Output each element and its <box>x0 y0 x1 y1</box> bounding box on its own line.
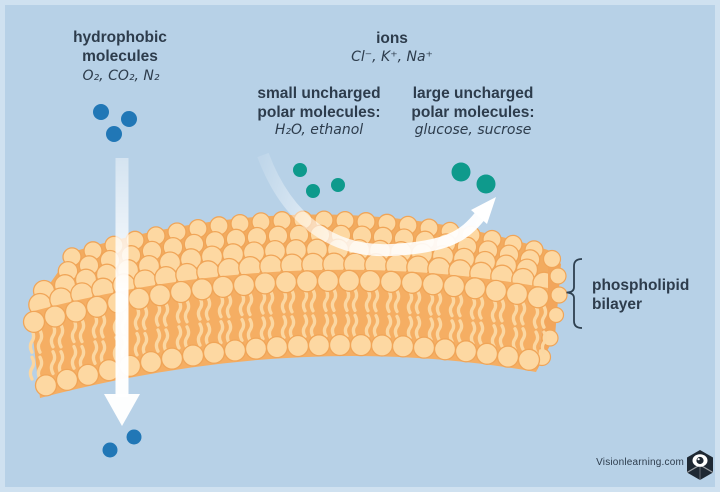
down-arrow <box>104 158 140 426</box>
small-polar-dots <box>293 163 345 198</box>
label-phospholipid-bilayer: phospholipid bilayer <box>592 277 690 313</box>
label-small-polar-examples: H₂O, ethanol <box>274 122 364 138</box>
label-ions: ions <box>376 30 408 47</box>
curved-arrow <box>257 152 496 257</box>
large-polar-dots <box>451 162 496 194</box>
label-large-uncharged-polar: large uncharged polar molecules: <box>411 85 535 121</box>
membrane-front-face <box>22 269 550 398</box>
label-small-uncharged-polar: small uncharged polar molecules: <box>257 85 381 121</box>
label-hydrophobic-examples: O₂, CO₂, N₂ <box>82 68 160 84</box>
label-hydrophobic-molecules: hydrophobic molecules <box>73 29 167 65</box>
hydrophobic-dots-top <box>93 104 137 142</box>
visionlearning-logo-icon <box>686 450 714 480</box>
visionlearning-credit: Visionlearning.com <box>596 457 684 468</box>
hydrophobic-dots-bottom <box>102 429 142 458</box>
label-ions-examples: Cl⁻, K⁺, Na⁺ <box>351 49 433 65</box>
bilayer-bracket <box>566 258 583 329</box>
label-large-polar-examples: glucose, sucrose <box>414 122 532 138</box>
